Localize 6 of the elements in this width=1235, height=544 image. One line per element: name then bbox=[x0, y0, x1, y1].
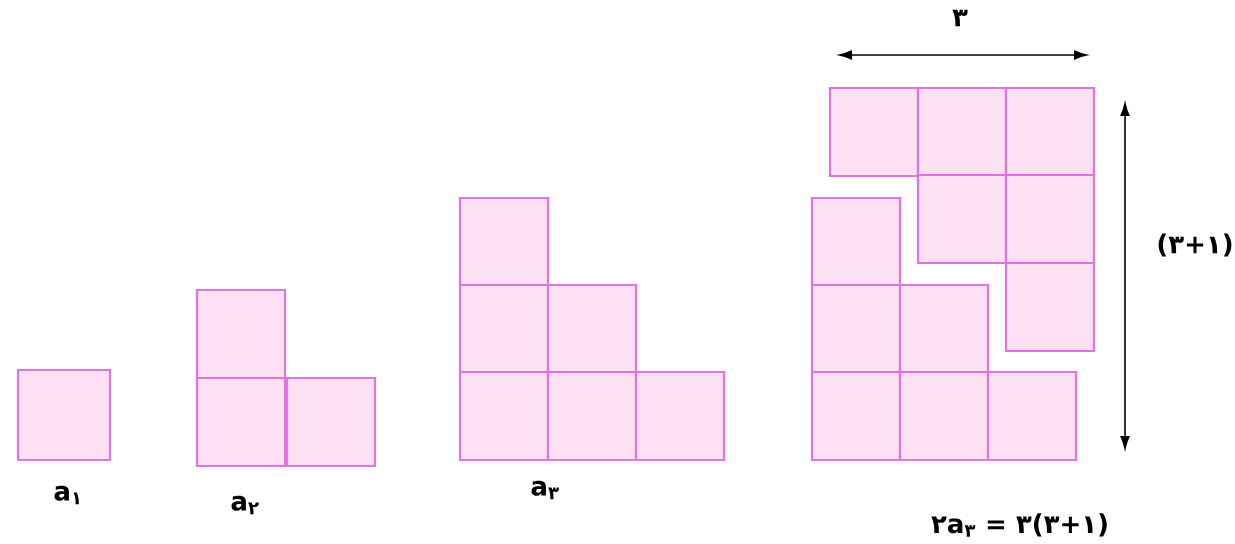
label: ۲a$_{۳}$ = ۳(۳+۱) bbox=[931, 513, 1107, 537]
label: (۳+۱) bbox=[1158, 233, 1232, 257]
label: ۳ bbox=[952, 9, 968, 27]
label: a$_{۲}$ bbox=[231, 495, 259, 515]
label: a$_{۱}$ bbox=[54, 485, 79, 505]
label: a$_{۳}$ bbox=[531, 480, 559, 500]
